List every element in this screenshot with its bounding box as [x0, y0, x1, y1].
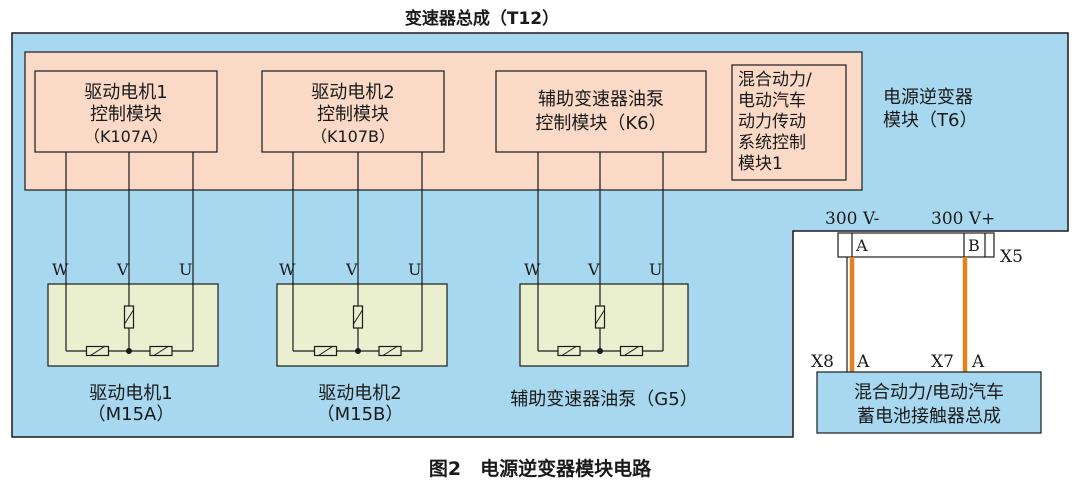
module-label-line: 动力传动 — [738, 112, 806, 132]
module-label-line: （K107A） — [84, 127, 168, 146]
motor-group-2: W V U 驱动电机2（M15B） — [276, 152, 448, 425]
winding-coil-mark — [595, 309, 605, 325]
phase-label: V — [587, 260, 600, 279]
control-module-k6: 辅助变速器油泵 控制模块（K6） — [495, 70, 707, 153]
module-label-line: 控制模块 — [90, 104, 162, 125]
module-label-line: 驱动电机1 — [84, 82, 167, 103]
control-module-k107b: 驱动电机2 控制模块 （K107B） — [261, 70, 445, 153]
winding-coil-mark — [90, 346, 105, 356]
module-label-line: 系统控制 — [738, 133, 806, 153]
module-label-line: 控制模块（K6） — [535, 113, 666, 134]
hv-cable-negative — [846, 257, 855, 372]
module-label-line: 控制模块 — [317, 104, 389, 125]
diagram-title: 变速器总成（T12） — [405, 8, 559, 29]
powertrain-control-module-1: 混合动力/ 电动汽车 动力传动 系统控制 模块1 — [731, 64, 847, 181]
winding-coil-mark — [318, 346, 333, 356]
battery-contactor-assembly: X8 A X7 A 混合动力/电动汽车 蓄电池接触器总成 — [811, 352, 1042, 434]
phase-label: W — [52, 260, 69, 279]
motor-group-3: W V U 辅助变速器油泵（G5） — [510, 152, 698, 410]
winding-coil-mark — [124, 309, 134, 325]
motor-groups: W V U 驱动电机1（M15A） W V U 驱动电机2（M15B） W V U 辅助变速器油泵（G… — [47, 152, 698, 425]
module-label-line: 电动汽车 — [738, 91, 806, 111]
connector-x5: 300 V- 300 V+ A B X5 — [825, 209, 1023, 267]
winding-coil-mark — [353, 309, 363, 325]
module-label-line: （K107B） — [311, 127, 395, 146]
motor-label-line: 辅助变速器油泵（G5） — [510, 389, 697, 410]
inverter-label-line2: 模块（T6） — [883, 110, 977, 131]
phase-label: V — [116, 260, 129, 279]
contactor-label-line: 蓄电池接触器总成 — [857, 406, 1001, 427]
pin-b-label: B — [968, 236, 980, 255]
phase-label: W — [524, 260, 541, 279]
motor-label-line: 驱动电机2 — [318, 383, 401, 404]
contactor-label-line: 混合动力/电动汽车 — [854, 382, 1004, 403]
module-label-line: 混合动力/ — [738, 70, 812, 90]
voltage-minus-label: 300 V- — [825, 209, 879, 229]
x8-pin-label: A — [856, 352, 870, 372]
motor-label-line: 驱动电机1 — [89, 383, 172, 404]
neutral-point — [355, 348, 361, 354]
x8-label: X8 — [811, 352, 834, 372]
voltage-plus-label: 300 V+ — [931, 209, 995, 229]
figure-caption: 图2 电源逆变器模块电路 — [429, 457, 652, 480]
phase-label: U — [649, 260, 662, 279]
phase-label: U — [408, 260, 421, 279]
inverter-label-line1: 电源逆变器 — [883, 87, 973, 108]
winding-coil-mark — [153, 346, 169, 356]
module-label-line: 模块1 — [738, 154, 783, 174]
winding-coil-mark — [561, 346, 577, 356]
control-module-k107a: 驱动电机1 控制模块 （K107A） — [34, 70, 218, 153]
winding-coil-mark — [624, 346, 639, 356]
phase-label: V — [345, 260, 358, 279]
module-label-line: 驱动电机2 — [311, 82, 394, 103]
connector-name: X5 — [1000, 247, 1023, 267]
motor-label-line: （M15B） — [317, 404, 404, 425]
motor-group-1: W V U 驱动电机1（M15A） — [47, 152, 219, 425]
pin-a-label: A — [855, 236, 868, 255]
winding-coil-mark — [382, 346, 398, 356]
x7-label: X7 — [931, 352, 954, 372]
module-label-line: 辅助变速器油泵 — [538, 89, 664, 110]
phase-label: U — [179, 260, 192, 279]
phase-label: W — [279, 260, 296, 279]
x7-pin-label: A — [971, 352, 985, 372]
neutral-point — [597, 348, 603, 354]
neutral-point — [126, 348, 132, 354]
motor-label-line: （M15A） — [88, 404, 175, 425]
